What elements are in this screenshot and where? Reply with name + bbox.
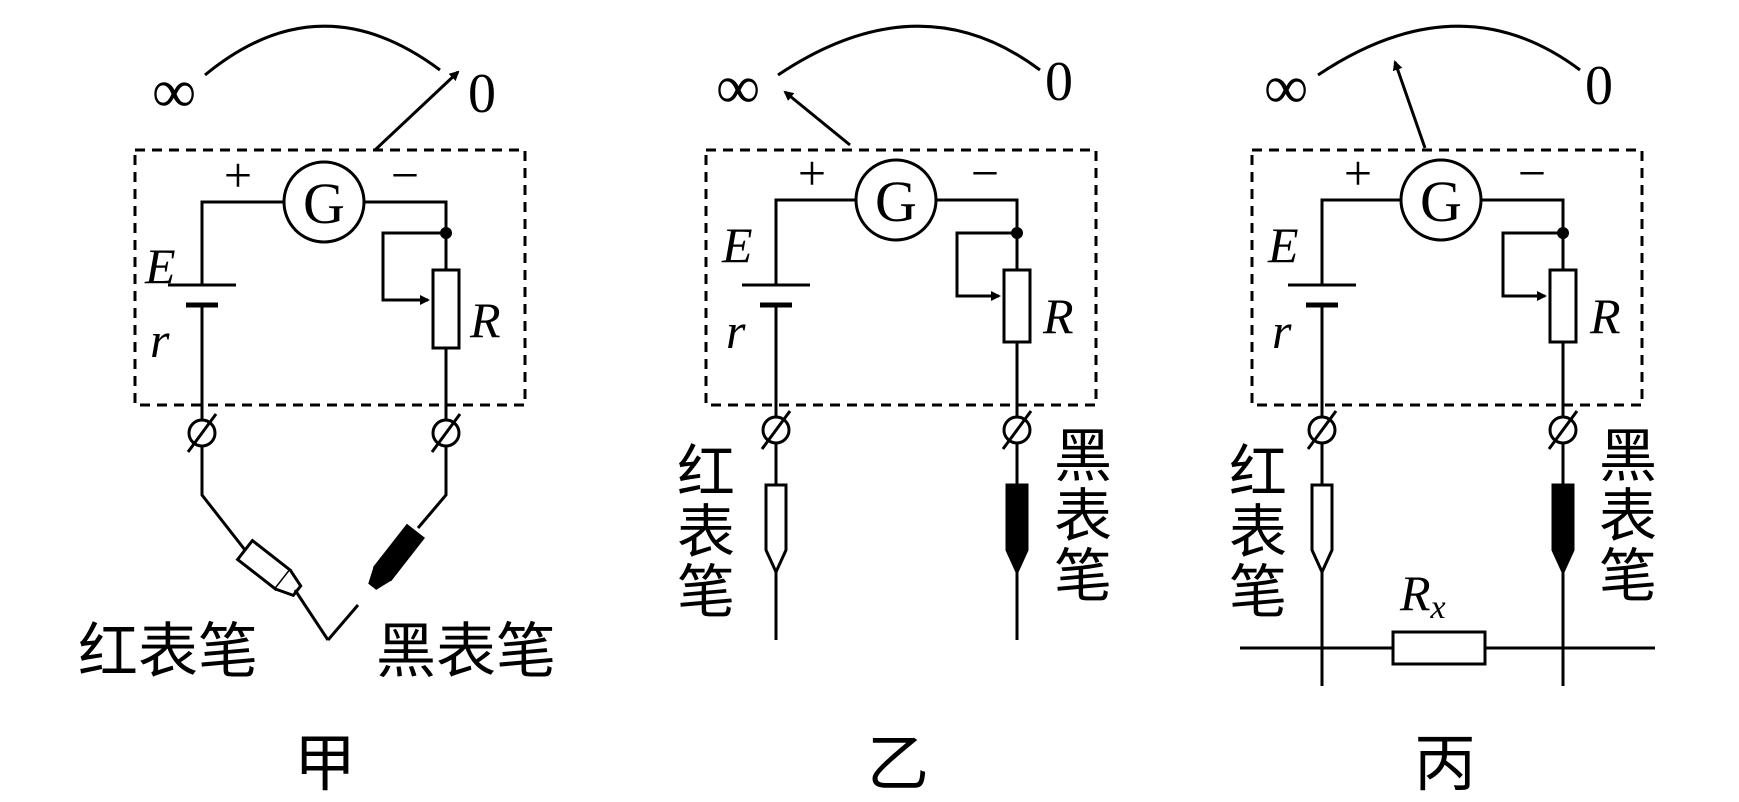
panel-c: ∞ 0 G + − E r R Rx 红 (1229, 24, 1657, 800)
left-top-wire (1320, 198, 1400, 285)
rheostat-slider (955, 231, 1017, 301)
meter-scale-arc (1317, 24, 1581, 77)
galvanometer-label: G (303, 171, 345, 236)
galvanometer (282, 160, 366, 244)
plus-sign: + (224, 147, 252, 203)
caption-b: 乙 (867, 727, 929, 800)
red-probe (1310, 483, 1334, 576)
rheostat (1002, 268, 1032, 344)
minus-sign: − (391, 147, 419, 203)
black-probe (368, 523, 425, 590)
black-probe-label: 黑表笔 (376, 617, 556, 687)
emf-label: E (1267, 217, 1299, 273)
zero-label: 0 (1045, 51, 1073, 113)
meter-enclosure (133, 148, 527, 407)
meter-scale-arc (777, 24, 1041, 77)
red-probe-char-2: 表 (677, 498, 735, 566)
galvanometer (1399, 158, 1483, 242)
red-probe-char-1: 红 (1229, 438, 1287, 506)
rx-resistor (1391, 630, 1487, 666)
internal-resistance-label: r (726, 303, 746, 359)
black-probe-char-3: 笔 (1599, 542, 1657, 610)
galvanometer-label: G (875, 169, 917, 234)
zero-label: 0 (468, 63, 496, 125)
galvanometer (854, 158, 938, 242)
red-probe (764, 483, 788, 576)
plus-sign: + (1344, 145, 1372, 201)
rheostat-label: R (469, 292, 501, 348)
red-probe-char-3: 笔 (1229, 558, 1287, 626)
galvanometer-label: G (1420, 169, 1462, 234)
internal-resistance-label: r (150, 312, 170, 368)
red-probe-char-1: 红 (677, 438, 735, 506)
red-probe-tip (293, 589, 330, 641)
black-terminal-mark (1547, 410, 1579, 450)
meter-needle (1392, 60, 1427, 149)
caption-c: 丙 (1414, 727, 1476, 800)
right-top-wire (365, 200, 448, 233)
left-top-wire (774, 198, 855, 285)
black-probe-tip (326, 604, 360, 641)
meter-needle (373, 70, 460, 152)
infinity-symbol: ∞ (716, 54, 760, 122)
panel-b: ∞ 0 G + − E r R 红 表 笔 黑 表 笔 (677, 24, 1112, 800)
rheostat-slider (1501, 231, 1563, 301)
infinity-symbol: ∞ (152, 58, 196, 126)
minus-sign: − (1518, 145, 1546, 201)
black-probe-char-2: 表 (1054, 482, 1112, 550)
rx-label: Rx (1399, 565, 1446, 626)
black-probe (1551, 483, 1575, 576)
black-probe-char-2: 表 (1599, 482, 1657, 550)
rheostat (431, 268, 461, 350)
red-probe-label: 红表笔 (78, 617, 258, 687)
black-terminal-mark (1001, 410, 1033, 450)
minus-sign: − (971, 145, 999, 201)
meter-scale-arc (204, 24, 441, 77)
rheostat-label: R (1042, 288, 1074, 344)
panel-a: ∞ 0 G + − E r R (78, 24, 556, 800)
rheostat-slider (381, 231, 446, 305)
red-terminal-mark (760, 410, 792, 450)
red-terminal-mark (186, 413, 218, 453)
red-lead (200, 446, 247, 551)
black-probe (1005, 483, 1029, 576)
red-probe-char-2: 表 (1229, 498, 1287, 566)
meter-needle (783, 90, 851, 147)
plus-sign: + (798, 145, 826, 201)
emf-label: E (144, 238, 176, 294)
red-probe-char-3: 笔 (677, 558, 735, 626)
meter-enclosure (704, 148, 1098, 407)
black-terminal-mark (430, 413, 462, 453)
zero-label: 0 (1585, 55, 1613, 117)
infinity-symbol: ∞ (1264, 54, 1308, 122)
black-probe-char-1: 黑 (1599, 422, 1657, 490)
meter-enclosure (1250, 148, 1644, 407)
red-terminal-mark (1306, 410, 1338, 450)
rheostat-label: R (1589, 288, 1621, 344)
caption-a: 甲 (294, 727, 356, 800)
right-top-wire (1482, 198, 1565, 233)
internal-resistance-label: r (1272, 303, 1292, 359)
black-lead (416, 446, 448, 529)
right-top-wire (937, 198, 1019, 233)
left-top-wire (200, 200, 283, 285)
emf-label: E (721, 217, 753, 273)
rheostat (1548, 268, 1578, 344)
black-probe-char-3: 笔 (1054, 542, 1112, 610)
black-probe-char-1: 黑 (1054, 422, 1112, 490)
